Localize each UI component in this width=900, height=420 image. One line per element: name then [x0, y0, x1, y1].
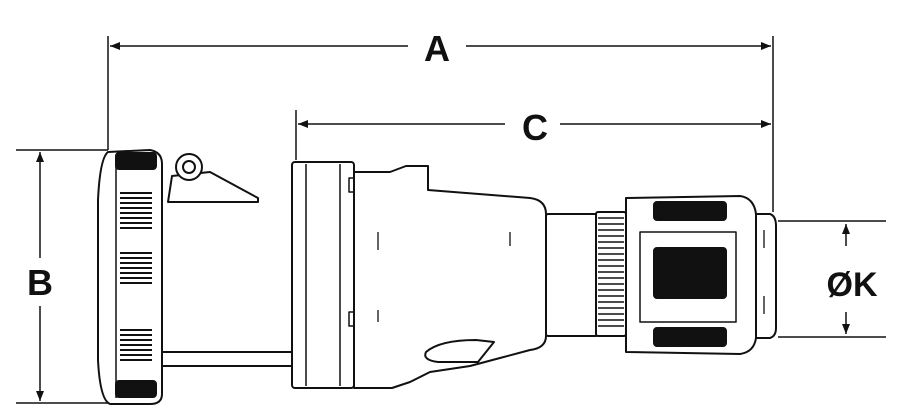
dimension-a-label: A: [424, 28, 450, 69]
dimension-c-label: C: [522, 107, 548, 148]
hinge-lid: [167, 153, 259, 203]
cable-gland-nut: [625, 195, 757, 355]
hinge-pivot: [175, 153, 203, 181]
cap-ribs-middle: [120, 252, 152, 284]
main-flange: [291, 161, 360, 389]
cap-grip-ribs: [120, 192, 152, 361]
cap-ribs-lower: [120, 329, 152, 361]
cap-grip-top: [115, 152, 157, 170]
cable-end: [755, 213, 777, 339]
dimension-c: [295, 110, 771, 160]
dimension-k-label: ØK: [827, 266, 878, 304]
body-oval-cutout: [424, 339, 495, 363]
cap-grip-bottom: [115, 380, 157, 398]
gland-grip-bottom: [653, 327, 727, 347]
gland-grip-top: [653, 201, 727, 221]
dimension-b-label: B: [27, 262, 53, 303]
threaded-section: [595, 211, 627, 337]
connecting-rod: [159, 351, 293, 367]
dimension-a: [107, 36, 774, 212]
gland-grip-middle: [653, 247, 727, 299]
dimension-k: [778, 220, 886, 338]
connector-body: [97, 149, 777, 405]
body-neck: [545, 213, 599, 337]
cap-ribs-upper: [120, 192, 152, 229]
dimension-b: [16, 149, 116, 404]
